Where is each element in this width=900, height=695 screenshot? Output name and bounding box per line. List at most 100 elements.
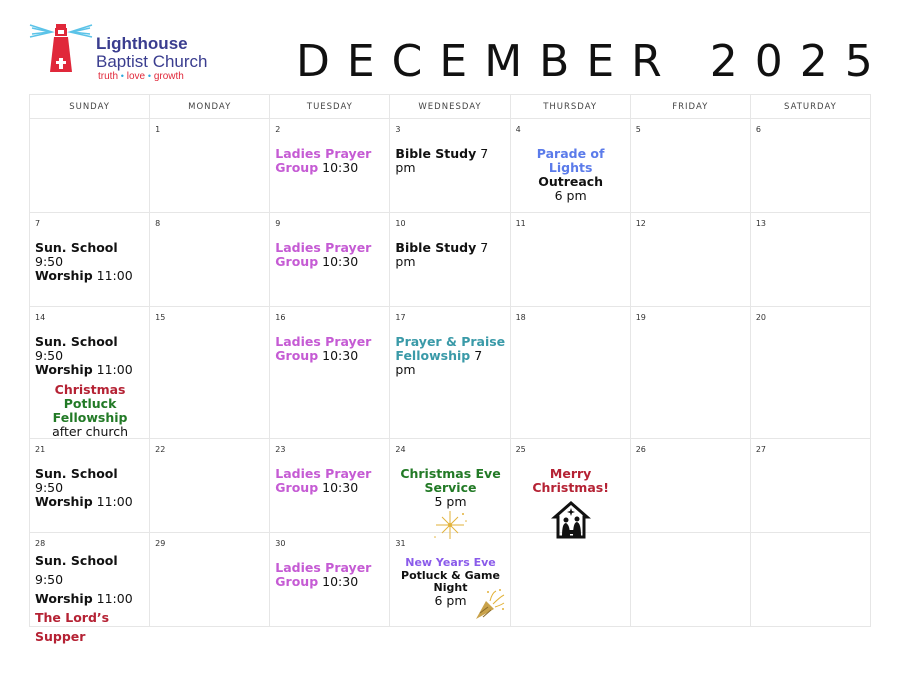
day-cell[interactable]: 1	[149, 118, 271, 213]
event-bible-study: Bible Study 7 pm	[395, 146, 489, 175]
weekday-sunday: SUNDAY	[28, 94, 151, 119]
day-number: 24	[395, 445, 406, 454]
day-cell[interactable]: 6	[749, 118, 872, 213]
day-number: 14	[35, 313, 46, 322]
day-number: 26	[635, 445, 646, 454]
day-cell[interactable]: 20	[749, 306, 872, 439]
day-number: 19	[635, 313, 646, 322]
day-number: 7	[35, 219, 41, 228]
event-merry-christmas: Merry Christmas!	[516, 467, 626, 542]
day-number: 13	[755, 219, 767, 228]
day-number: 25	[515, 445, 526, 454]
weekday-thursday: THURSDAY	[509, 94, 631, 119]
day-number: 20	[755, 313, 767, 322]
day-cell[interactable]: 22	[149, 438, 271, 533]
day-cell-empty	[749, 532, 872, 627]
day-number: 9	[275, 219, 281, 228]
page-title: DECEMBER 2025	[296, 36, 890, 87]
day-cell[interactable]: 8	[149, 212, 271, 307]
day-cell[interactable]: 26	[629, 438, 751, 533]
day-number: 3	[395, 125, 401, 134]
day-cell[interactable]: 25 Merry Christmas!	[509, 438, 631, 539]
event-lords-supper: The Lord’s Supper	[35, 610, 110, 644]
day-cell[interactable]: 12	[629, 212, 751, 307]
logo-line1: Lighthouse	[96, 34, 188, 53]
day-number: 28	[35, 539, 46, 548]
day-number: 31	[395, 539, 406, 548]
day-number: 22	[155, 445, 166, 454]
weekday-tuesday: TUESDAY	[269, 94, 391, 119]
logo-tagline: truth • love • growth	[98, 71, 184, 82]
day-cell[interactable]: 11	[509, 212, 631, 307]
day-cell[interactable]: 15	[149, 306, 271, 439]
day-cell-empty	[629, 532, 751, 627]
party-popper-icon	[476, 589, 505, 619]
church-logo: Lighthouse Baptist Church truth • love •…	[28, 20, 228, 82]
day-number: 4	[515, 125, 521, 134]
day-number: 27	[755, 445, 767, 454]
calendar-grid: SUNDAY MONDAY TUESDAY WEDNESDAY THURSDAY…	[28, 94, 872, 644]
weekday-saturday: SATURDAY	[749, 94, 872, 119]
day-cell[interactable]: 29	[149, 532, 271, 627]
day-number: 30	[275, 539, 286, 548]
day-cell[interactable]: 27	[749, 438, 872, 533]
weekday-friday: FRIDAY	[629, 94, 751, 119]
day-number: 5	[635, 125, 641, 134]
event-bible-study: Bible Study 7 pm	[395, 240, 489, 269]
day-number: 16	[275, 313, 286, 322]
day-number: 29	[155, 539, 166, 548]
day-cell[interactable]: 18	[509, 306, 631, 439]
day-cell[interactable]: 10 Bible Study 7 pm	[389, 212, 511, 307]
day-cell[interactable]: 13	[749, 212, 872, 307]
day-number: 23	[275, 445, 286, 454]
lighthouse-icon	[29, 24, 93, 72]
day-number: 8	[155, 219, 161, 228]
day-cell[interactable]: 5	[629, 118, 751, 213]
day-cell-empty	[28, 118, 151, 213]
weekday-header-row: SUNDAY MONDAY TUESDAY WEDNESDAY THURSDAY…	[28, 94, 872, 119]
day-number: 11	[515, 219, 526, 228]
day-number: 15	[155, 313, 166, 322]
day-cell[interactable]: 3 Bible Study 7 pm	[389, 118, 511, 213]
day-number: 10	[395, 219, 406, 228]
day-number: 2	[275, 125, 281, 134]
day-number: 18	[515, 313, 526, 322]
day-number: 21	[35, 445, 46, 454]
weekday-wednesday: WEDNESDAY	[389, 94, 511, 119]
day-number: 17	[395, 313, 406, 322]
day-cell[interactable]: 19	[629, 306, 751, 439]
day-number: 6	[755, 125, 761, 134]
star-icon	[434, 511, 468, 539]
day-number: 12	[635, 219, 646, 228]
